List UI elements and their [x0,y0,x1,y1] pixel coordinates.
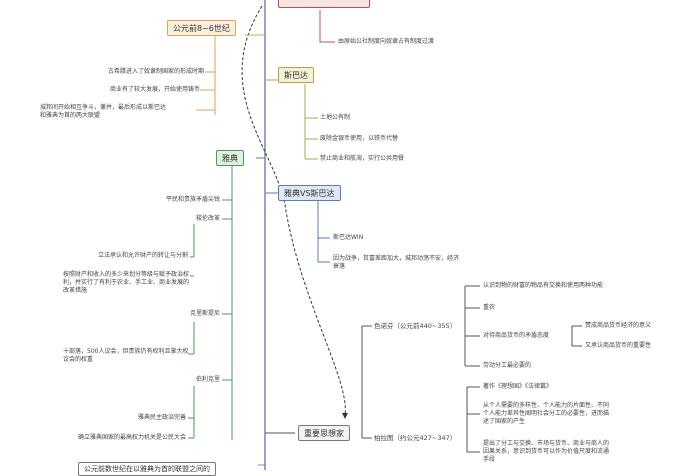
athens-item: 雅典民主政治完善 [137,414,186,421]
era-item: 古希腊进入了奴隶制国家的形成时期 [107,68,204,75]
node-sparta[interactable]: 斯巴达 [278,67,314,83]
sparta-item: 禁止商业和航海，实行公共用餐 [320,155,405,162]
athens-item: 伯利克里 [195,376,220,383]
plato-item: 因果关系，意识到货币可以作为价值尺度和流通 [483,448,610,455]
sparta-item: 废除金银币使用，以铁币代替 [320,135,399,142]
node-xenophon[interactable]: 色诺芬（公元前440~355） [374,322,457,330]
xenophon-item: 又承认商品货币的重要性 [585,342,652,349]
node-vs[interactable]: 雅典VS斯巴达 [278,185,341,201]
athens-item: 十部落，500人议会，但贵族仍有权利且掌大权 [63,348,189,355]
node-top-hidden[interactable] [278,0,370,8]
vs-branch [317,200,330,263]
xenophon-sub [571,325,582,347]
athens-item: 按照财产和收入的多少来划分等级与赋予政治权 [63,271,190,278]
vs-item: 衰落 [333,263,346,270]
athens-item: 利，并实行了有利于农业、手工业、商业发展的 [63,279,190,286]
node-thinkers[interactable]: 重要思想家 [298,425,350,441]
xenophon-item: 赞成商品货币经济的意义 [585,322,652,329]
top-branch [319,10,335,43]
era-branch [196,36,216,115]
node-plato[interactable]: 柏拉图（约公元427~347） [374,434,457,442]
athens-item: 改革措施 [63,287,88,294]
athens-item: 平民和贵族矛盾尖锐 [165,196,220,203]
xenophon-item: 认识到物的财富的物品有交换和使用两种功能 [483,282,604,289]
athens-item: 确立雅典国家的最高权力机关是公民大会 [77,434,186,441]
relation-arrowhead [342,413,348,419]
node-athens[interactable]: 雅典 [216,150,244,166]
athens-item: 克里斯提尼 [189,310,220,317]
xenophon-branch [464,285,480,367]
plato-item: 述了国家的产生 [483,418,526,425]
era-item: 城邦间开始相互争斗，兼并，最后形成以斯巴达 [40,104,167,111]
era-item: 商业有了较大发展，开始使用铸币 [109,86,200,93]
athens-item: 梭伦改革 [195,215,220,222]
vs-item: 斯巴达WIN [333,234,364,241]
sparta-item: 土地公有制 [320,114,351,121]
athens-branch [188,165,233,440]
plato-item: 从个人需要的多样性、个人能力的片面性、不同 [483,402,610,409]
top-item: 由原始公社制度向奴隶占有制度过渡 [338,38,435,45]
athens-item: 议会的权重 [63,356,94,363]
plato-branch [466,386,480,453]
xenophon-item: 劳动分工最必要的 [483,362,532,369]
plato-item: 手段 [483,456,496,463]
athens-item: 立法承认和允许财产的转让与分割 [97,252,188,259]
node-era[interactable]: 公元前8~6世纪 [167,20,236,36]
bottom-item[interactable]: 公元前数世纪在以雅典为首的联盟之间的 [78,462,216,476]
thinkers-branch [361,325,372,439]
plato-item: 著作《理想国》《法律篇》 [483,383,553,390]
plato-item: 提出了分工与交换、市场与货币、商业与商人的 [483,440,610,447]
vs-item: 因为战争，贫富差距加大，城邦动荡不安，经济 [333,255,460,262]
xenophon-item: 重农 [483,304,496,311]
relation-arrow [241,5,346,416]
sparta-branch [304,84,318,160]
era-item: 和雅典为首的两大联盟 [40,112,101,119]
xenophon-item: 对待商品货币的矛盾态度 [483,332,550,339]
plato-item: 个人能力差异性阐明社会分工的必要性，进而描 [483,410,610,417]
